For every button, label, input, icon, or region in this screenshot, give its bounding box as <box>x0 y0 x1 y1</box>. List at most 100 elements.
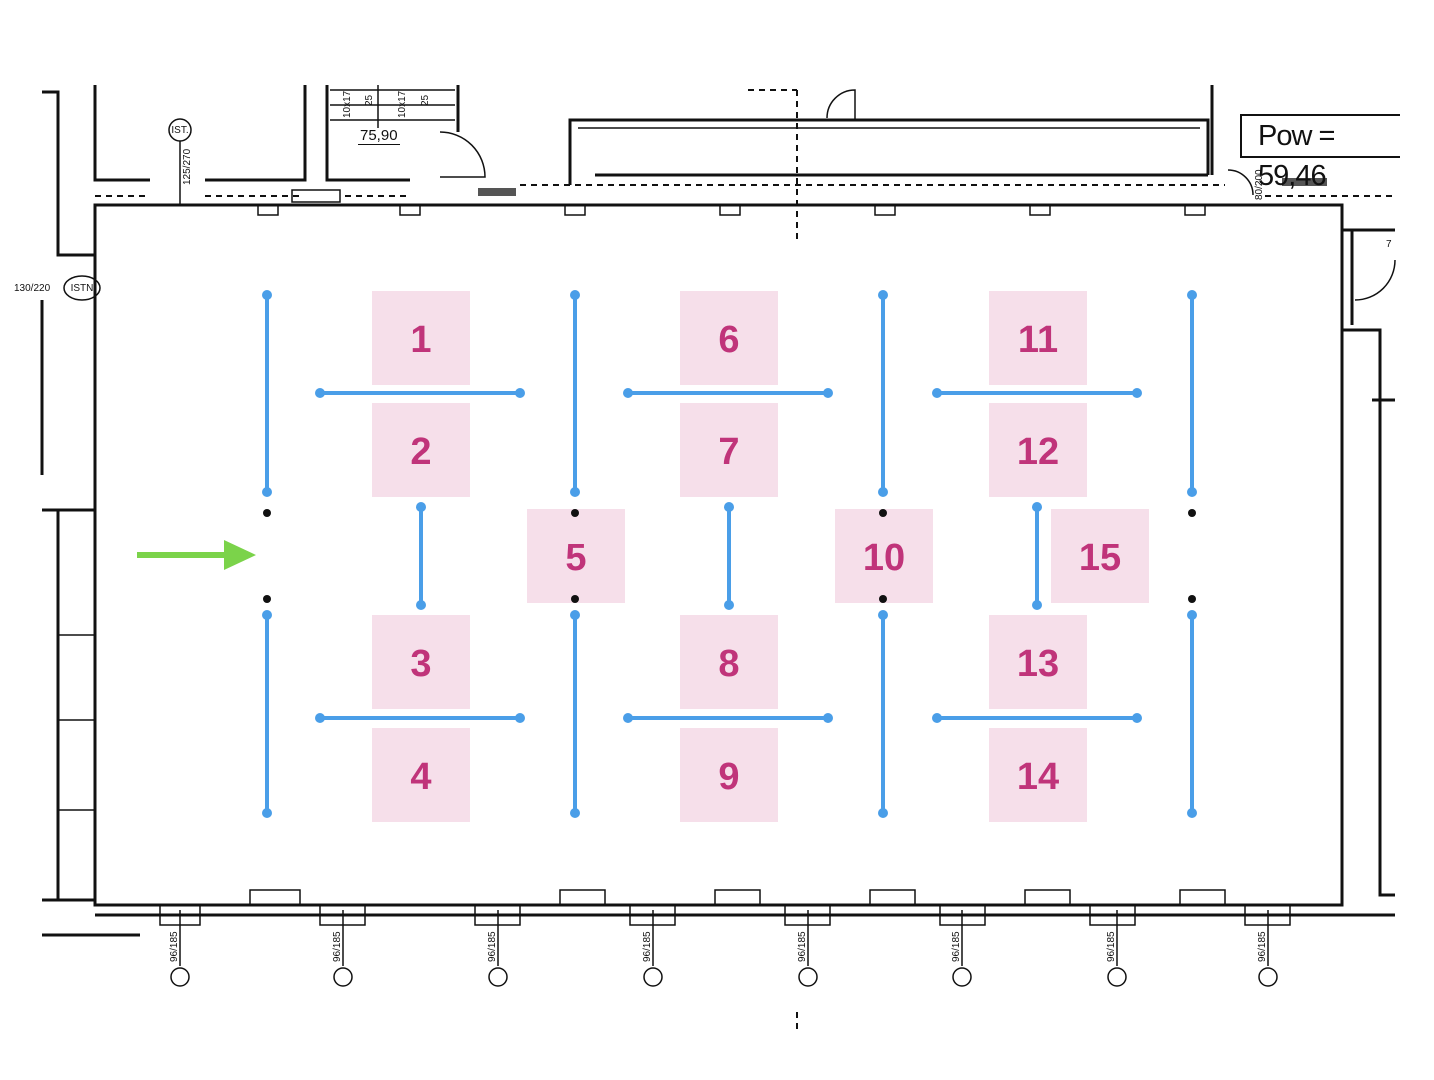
stair-label-4: 25 <box>420 94 431 106</box>
partition-end <box>1187 290 1197 300</box>
ist-marker-icon <box>798 967 818 987</box>
stand-number: 14 <box>1017 756 1059 798</box>
partition-end <box>823 388 833 398</box>
door-label: 80/200 <box>1254 169 1265 200</box>
column-dot <box>263 595 271 603</box>
stand-13[interactable]: 13 <box>989 615 1087 709</box>
building-walls: 96/185 96/185 96/185 96/185 96/185 96/185 96/1… <box>40 85 1396 1032</box>
window-label-bottom: 96/185 <box>169 931 180 962</box>
stair-label-3: 10x17 <box>397 90 408 118</box>
elevation-label: 75,90 <box>358 127 400 145</box>
partition-end <box>932 713 942 723</box>
partition-end <box>1132 388 1142 398</box>
stand-14[interactable]: 14 <box>989 728 1087 822</box>
ist-tag-top: IST. <box>171 125 188 136</box>
window-label-bottom: 96/185 <box>487 931 498 962</box>
stand-box[interactable] <box>989 615 1087 709</box>
stand-1[interactable]: 1 <box>372 291 470 385</box>
stand-box[interactable] <box>372 728 470 822</box>
entrance-arrow <box>137 540 256 570</box>
stand-box[interactable] <box>989 291 1087 385</box>
stair-label-2: 25 <box>364 94 375 106</box>
stand-8[interactable]: 8 <box>680 615 778 709</box>
stand-box[interactable] <box>372 291 470 385</box>
stand-box[interactable] <box>680 728 778 822</box>
stand-box[interactable] <box>527 509 625 603</box>
stand-2[interactable]: 2 <box>372 403 470 497</box>
partition-end <box>1187 808 1197 818</box>
stand-box[interactable] <box>680 291 778 385</box>
partition-end <box>623 388 633 398</box>
partition-end <box>932 388 942 398</box>
partition-end <box>515 388 525 398</box>
stand-4[interactable]: 4 <box>372 728 470 822</box>
ist-marker-icon <box>643 967 663 987</box>
istn-tag: ISTN <box>71 283 94 294</box>
stand-number: 8 <box>718 643 739 685</box>
partition-end <box>570 290 580 300</box>
stand-7[interactable]: 7 <box>680 403 778 497</box>
ist-marker-icon <box>170 967 190 987</box>
column-dot <box>571 595 579 603</box>
column-dot <box>571 509 579 517</box>
partition-end <box>878 610 888 620</box>
partition-end <box>724 600 734 610</box>
column-dot <box>1188 509 1196 517</box>
stand-box[interactable] <box>1051 509 1149 603</box>
stair-label-1: 10x17 <box>342 90 353 118</box>
window-label-bottom: 96/185 <box>642 931 653 962</box>
stand-box[interactable] <box>372 403 470 497</box>
ist-marker-icon <box>952 967 972 987</box>
partition-end <box>1187 487 1197 497</box>
partition-end <box>1032 600 1042 610</box>
partition-end <box>315 713 325 723</box>
stand-box[interactable] <box>989 403 1087 497</box>
column-dot <box>1188 595 1196 603</box>
stand-10[interactable]: 10 <box>835 509 933 603</box>
partition-end <box>878 290 888 300</box>
stand-box[interactable] <box>835 509 933 603</box>
partition-end <box>416 600 426 610</box>
stand-number: 13 <box>1017 643 1059 685</box>
partition-end <box>878 487 888 497</box>
ist-marker-icon <box>488 967 508 987</box>
partition-end <box>823 713 833 723</box>
window-label-bottom: 96/185 <box>1257 931 1268 962</box>
partition-end <box>1032 502 1042 512</box>
stand-number: 10 <box>863 537 905 579</box>
column-dot <box>879 509 887 517</box>
partition-end <box>262 290 272 300</box>
partition-end <box>262 487 272 497</box>
stand-box[interactable] <box>989 728 1087 822</box>
stand-11[interactable]: 11 <box>989 291 1087 385</box>
column-dot <box>879 595 887 603</box>
stand-12[interactable]: 12 <box>989 403 1087 497</box>
partition-end <box>262 610 272 620</box>
stand-number: 2 <box>410 431 431 473</box>
stand-9[interactable]: 9 <box>680 728 778 822</box>
stand-15[interactable]: 15 <box>1051 509 1149 603</box>
partition-end <box>623 713 633 723</box>
window-label-top: 125/270 <box>182 148 193 185</box>
ist-marker-icon <box>333 967 353 987</box>
ist-marker-icon <box>1258 967 1278 987</box>
stand-number: 7 <box>718 431 739 473</box>
window-label-bottom: 96/185 <box>332 931 343 962</box>
partition-end <box>724 502 734 512</box>
partition-end <box>315 388 325 398</box>
stand-6[interactable]: 6 <box>680 291 778 385</box>
stand-5[interactable]: 5 <box>527 509 625 603</box>
stand-3[interactable]: 3 <box>372 615 470 709</box>
stand-number: 12 <box>1017 431 1059 473</box>
stand-box[interactable] <box>680 403 778 497</box>
window-label-bottom: 96/185 <box>951 931 962 962</box>
stand-box[interactable] <box>680 615 778 709</box>
stand-box[interactable] <box>372 615 470 709</box>
partition-end <box>570 610 580 620</box>
stand-number: 1 <box>410 319 431 361</box>
stand-number: 9 <box>718 756 739 798</box>
stand-number: 6 <box>718 319 739 361</box>
stand-number: 11 <box>1018 319 1058 361</box>
partition-end <box>1187 610 1197 620</box>
window-label-bottom: 96/185 <box>1106 931 1117 962</box>
